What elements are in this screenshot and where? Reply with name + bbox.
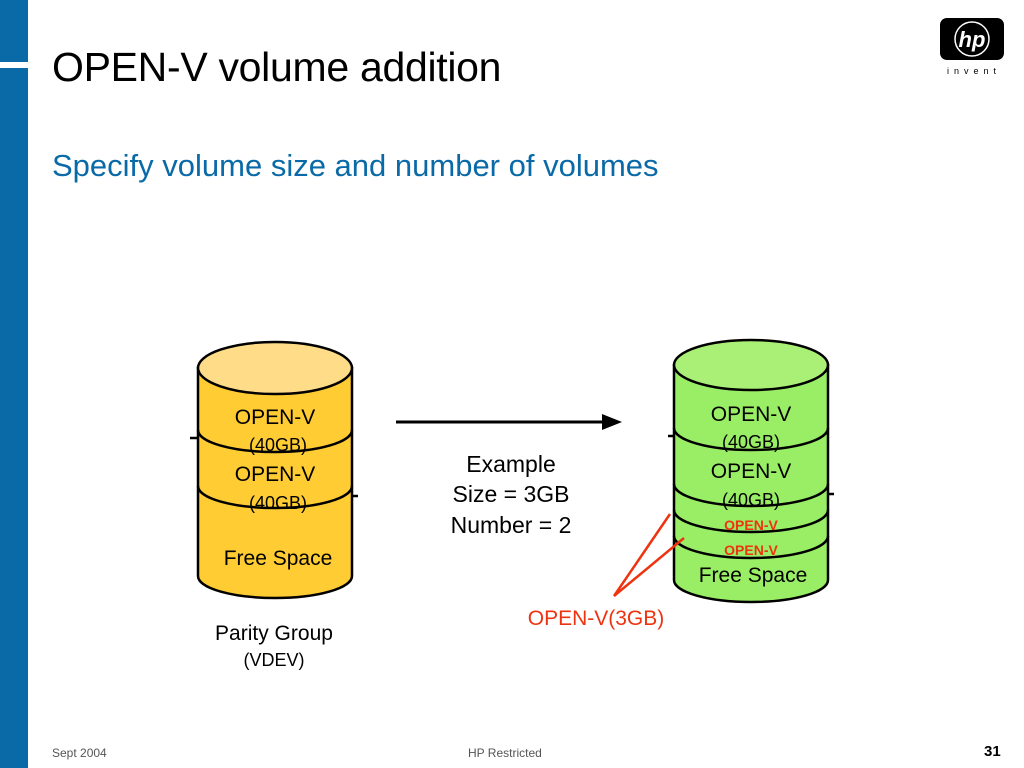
footer-date: Sept 2004 — [52, 746, 107, 760]
left-free-space-label: Free Space — [224, 547, 333, 570]
page-number: 31 — [984, 743, 1001, 760]
left-volume-1-label: OPEN-V — [235, 406, 316, 429]
footer-classification: HP Restricted — [468, 746, 542, 760]
right-segment-divider-4 — [672, 535, 830, 560]
right-segment-divider-3 — [672, 509, 830, 534]
hp-logo-icon: hp — [940, 18, 1004, 60]
left-volume-2-size: (40GB) — [249, 493, 307, 513]
example-number: Number = 2 — [451, 512, 572, 538]
hp-logo-tagline: invent — [946, 66, 1002, 76]
left-accent-bar — [0, 0, 28, 768]
vdev-caption: (VDEV) — [243, 650, 304, 670]
transition-arrow — [396, 414, 622, 430]
right-volume-2-label: OPEN-V — [711, 460, 792, 483]
right-segment-divider-1 — [672, 427, 830, 452]
right-volume-1-label: OPEN-V — [711, 403, 792, 426]
left-segment-divider-2 — [196, 485, 354, 510]
left-volume-2-label: OPEN-V — [235, 463, 316, 486]
example-heading: Example — [466, 451, 555, 477]
new-volume-2-label: OPEN-V — [724, 542, 778, 558]
new-volume-callout-lines — [612, 513, 685, 597]
slide-subtitle: Specify volume size and number of volume… — [52, 148, 659, 183]
parity-group-caption: Parity Group — [215, 622, 333, 645]
hp-logo-mark: hp — [959, 27, 986, 52]
left-segment-divider-1 — [196, 429, 354, 454]
new-volume-1-label: OPEN-V — [724, 517, 778, 533]
right-segment-divider-2 — [672, 483, 830, 508]
callout-label: OPEN-V(3GB) — [528, 607, 665, 630]
right-free-space-label: Free Space — [699, 564, 808, 587]
right-cylinder: OPEN-V (40GB) OPEN-V (40GB) OPEN-V OPEN-… — [668, 338, 834, 604]
left-cylinder: OPEN-V (40GB) OPEN-V (40GB) Free Space — [190, 340, 358, 600]
right-volume-2-size: (40GB) — [722, 490, 780, 510]
slide-title: OPEN-V volume addition — [52, 44, 502, 90]
right-volume-1-size: (40GB) — [722, 432, 780, 452]
example-size: Size = 3GB — [453, 481, 570, 507]
left-volume-1-size: (40GB) — [249, 435, 307, 455]
